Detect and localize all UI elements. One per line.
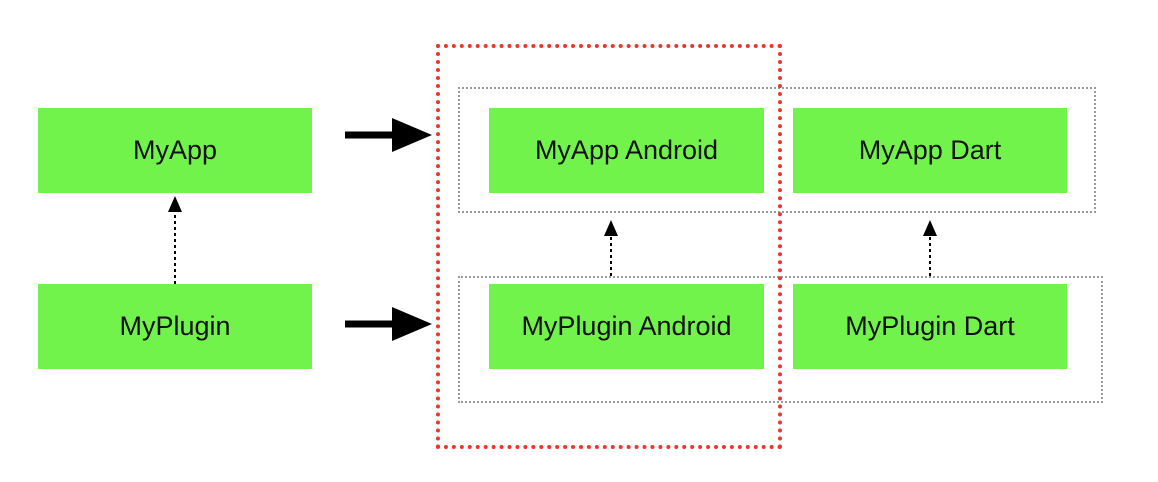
dotted-arrow-plugin-android-to-app-android	[604, 220, 618, 276]
dotted-arrow-myplugin-to-myapp	[168, 196, 182, 284]
myplugin-node: MyPlugin	[38, 284, 312, 369]
myapp-label: MyApp	[132, 135, 218, 165]
myplugin-android-node: MyPlugin Android	[489, 284, 764, 369]
myplugin-dart-label: MyPlugin Dart	[845, 311, 1015, 341]
app-group-outline	[458, 87, 1096, 213]
android-highlight-outline	[436, 44, 782, 449]
arrow-myapp-to-android	[345, 118, 432, 152]
myplugin-label: MyPlugin	[119, 311, 231, 341]
arrow-myplugin-to-android	[345, 307, 432, 341]
myplugin-dart-node: MyPlugin Dart	[793, 284, 1067, 369]
dotted-arrow-plugin-dart-to-app-dart	[923, 220, 937, 276]
myplugin-android-label: MyPlugin Android	[521, 311, 732, 341]
myapp-android-label: MyApp Android	[534, 135, 719, 165]
myapp-node: MyApp	[38, 108, 312, 193]
myapp-dart-label: MyApp Dart	[858, 135, 1002, 165]
myapp-dart-node: MyApp Dart	[793, 108, 1067, 193]
myapp-android-node: MyApp Android	[489, 108, 764, 193]
